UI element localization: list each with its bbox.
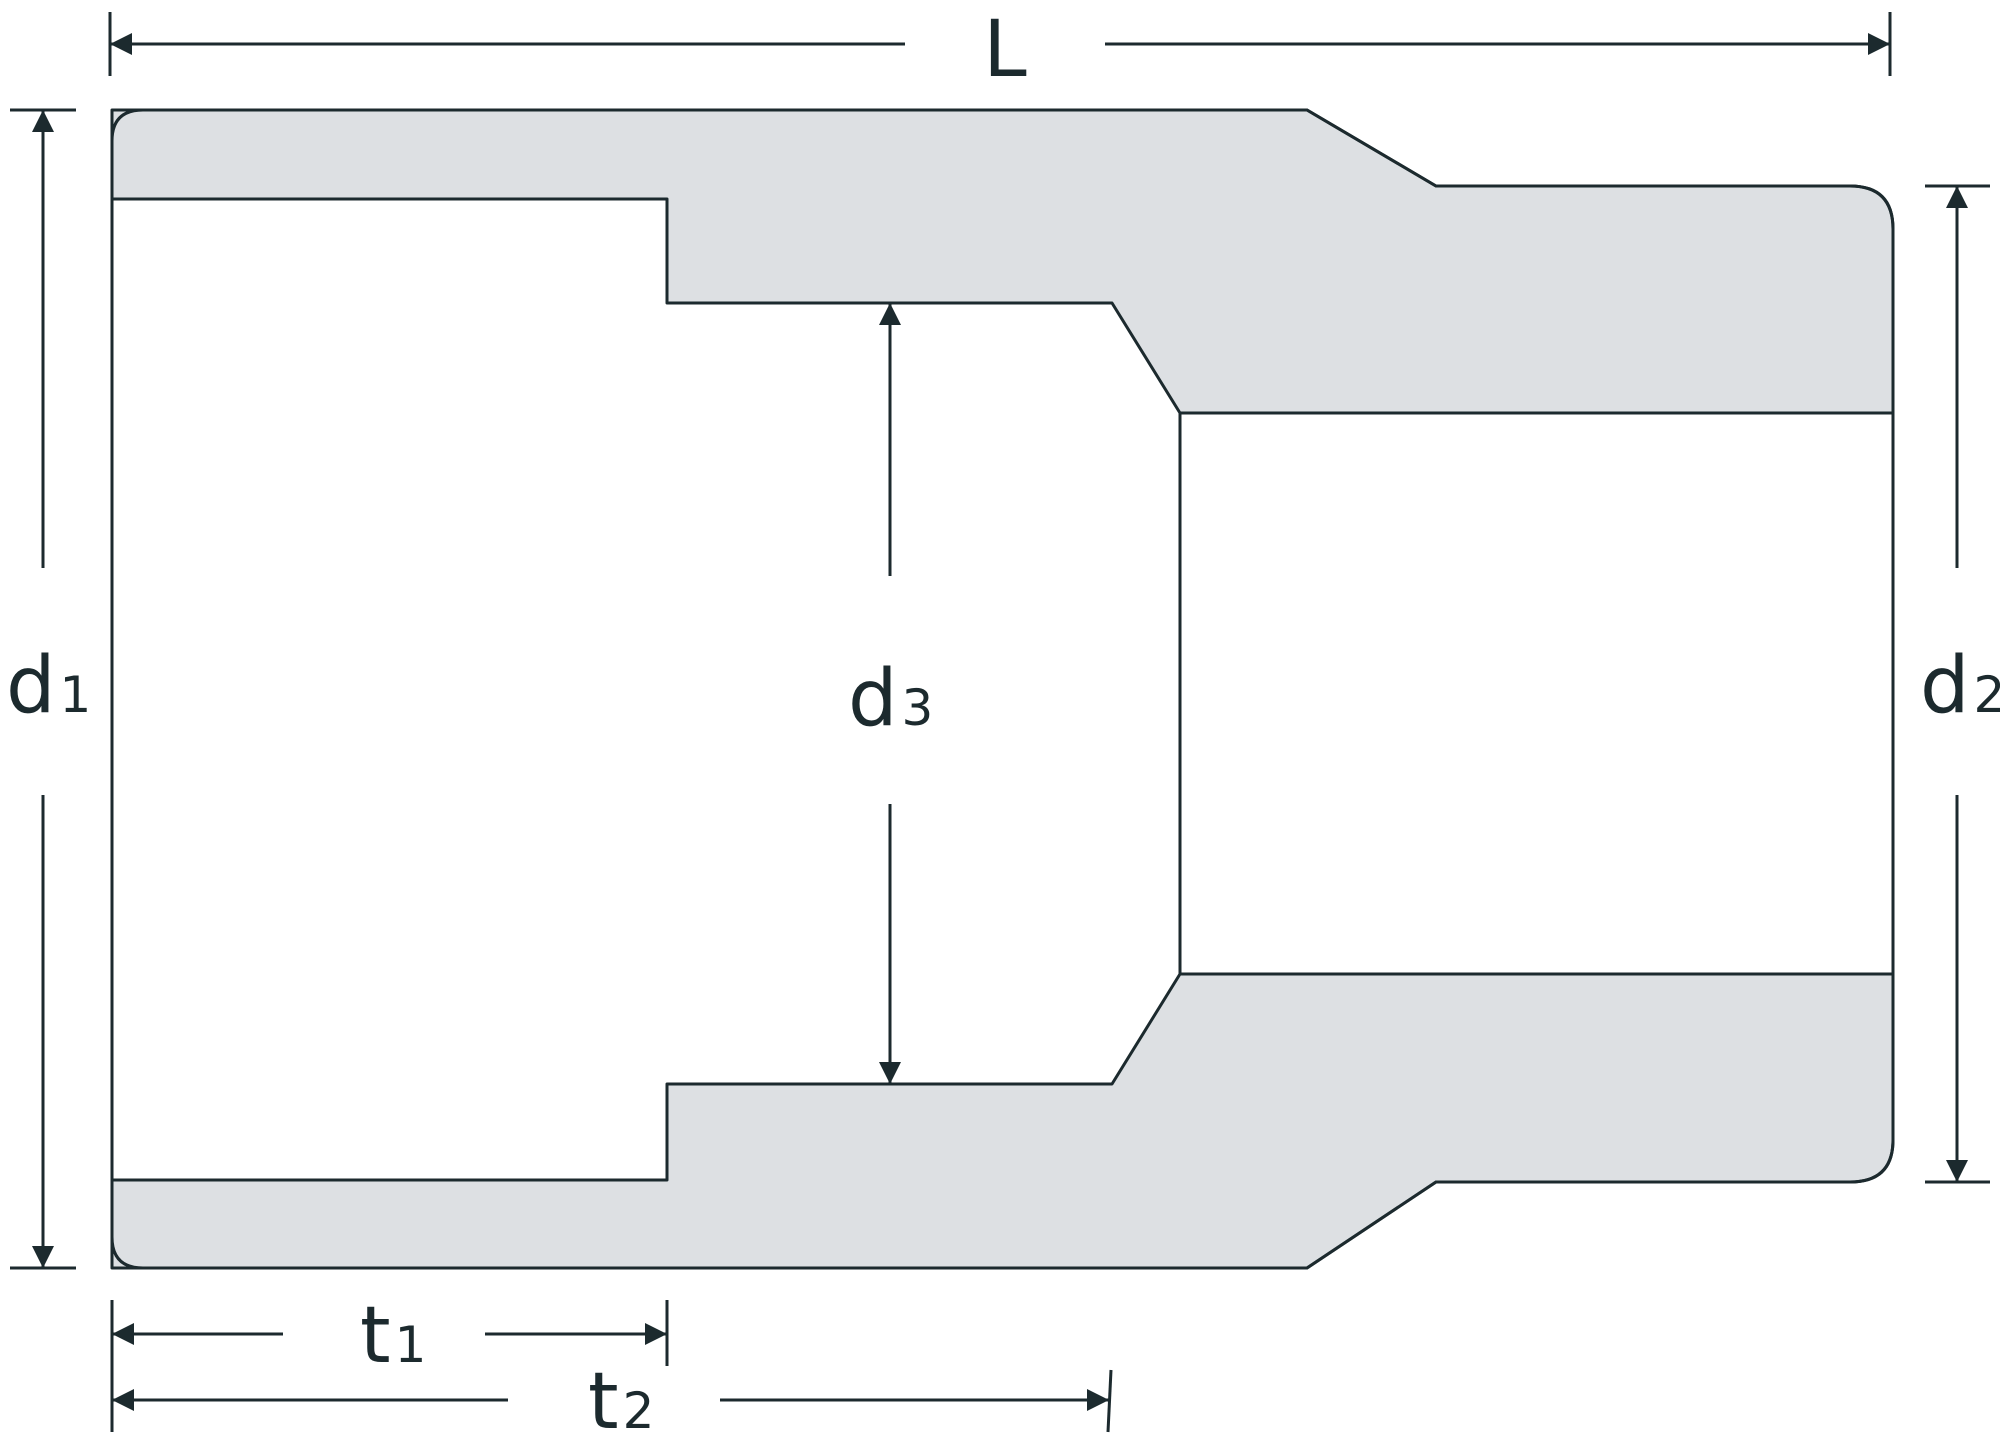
dimension-d3: d3 <box>848 303 933 1084</box>
t1-label: t1 <box>360 1291 426 1381</box>
t2-extension-right <box>1106 1369 1113 1433</box>
length-label: L <box>983 5 1027 95</box>
dimension-d1: d1 <box>6 108 91 1270</box>
dimension-t1: t1 <box>110 1291 669 1432</box>
upper-wall <box>110 108 1895 415</box>
lower-wall <box>110 972 1895 1270</box>
fitting-section <box>110 108 1895 1270</box>
d1-label: d1 <box>6 641 91 731</box>
dimension-t2: t2 <box>112 1357 1113 1440</box>
d3-label: d3 <box>848 654 933 744</box>
dimension-d2: d2 <box>1920 184 2000 1184</box>
outer-contour <box>110 108 1895 1270</box>
t2-label: t2 <box>588 1357 654 1440</box>
d2-label: d2 <box>1920 641 2000 731</box>
dimension-length: L <box>108 5 1892 95</box>
